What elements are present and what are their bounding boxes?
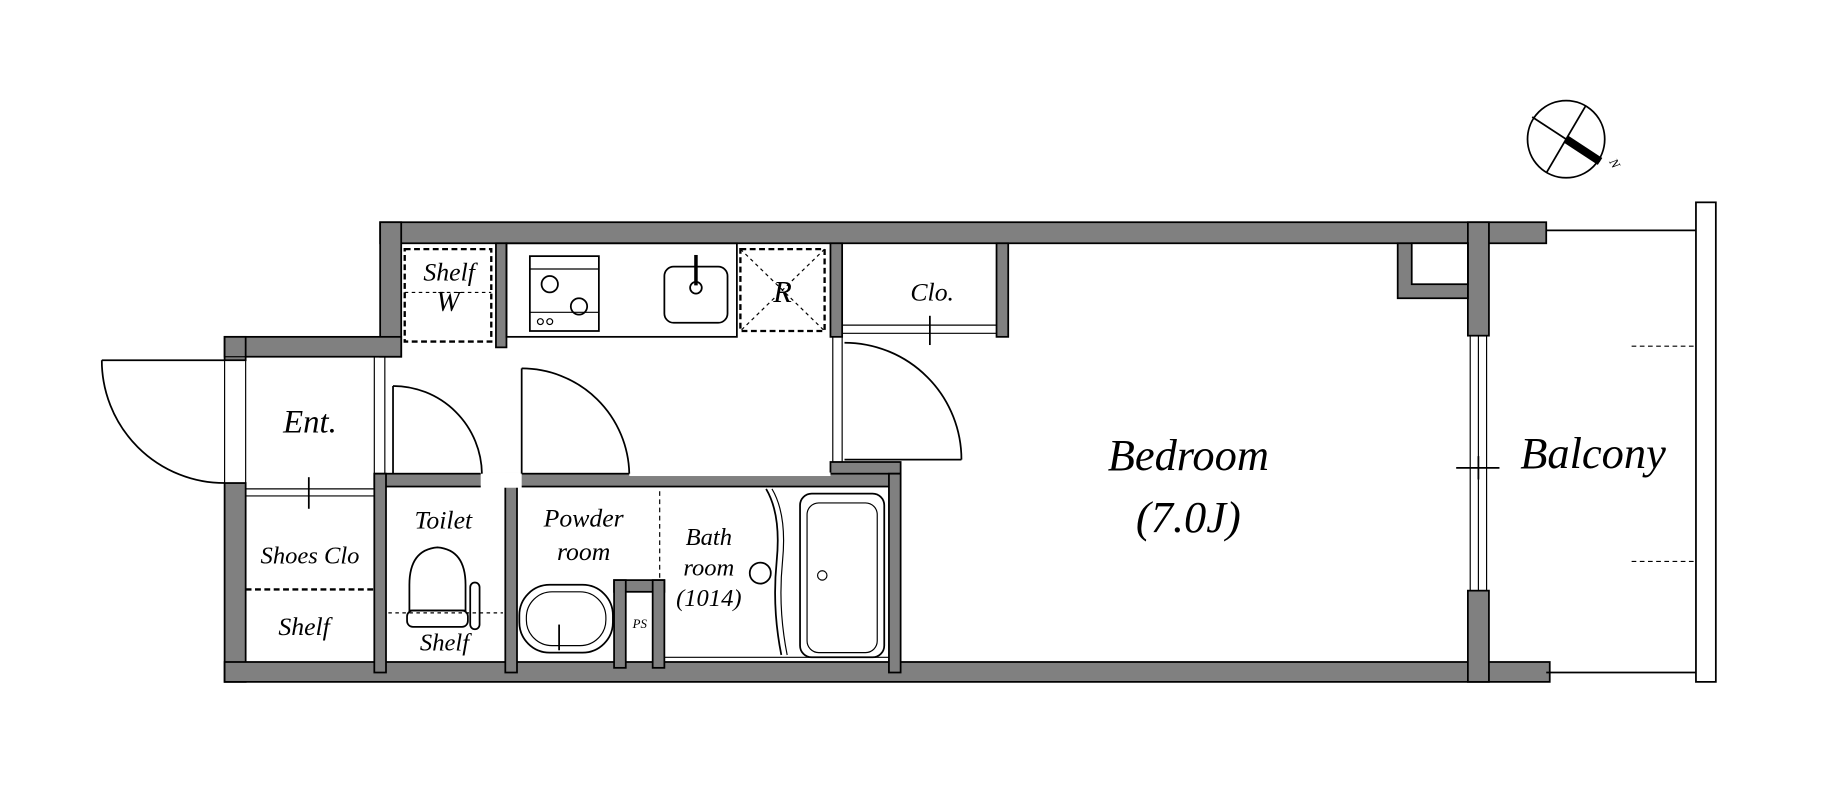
stove-icon: [528, 255, 600, 332]
bath-label-3: (1014): [676, 585, 741, 612]
sink-icon: [663, 254, 729, 324]
toilet-door[interactable]: [392, 385, 483, 474]
bathtub-icon: [664, 488, 889, 659]
closet: [842, 315, 997, 346]
balcony-label: Balcony: [1520, 428, 1666, 478]
closet-label: Clo.: [910, 278, 954, 307]
toilet-shelf-label: Shelf: [420, 629, 472, 656]
balcony: [1546, 201, 1717, 683]
fridge-label: R: [772, 275, 792, 309]
shoes-shelf-label: Shelf: [278, 612, 333, 641]
windows: [224, 335, 1500, 592]
compass-icon: N: [1526, 99, 1624, 179]
powder-room-label-2: room: [557, 537, 610, 566]
shoes-closet-label: Shoes Clo: [261, 543, 360, 570]
walls: [223, 221, 1551, 683]
bedroom-label: Bedroom: [1108, 430, 1269, 480]
bath-label-1: Bath: [686, 524, 732, 551]
bedroom-size-label: (7.0J): [1136, 492, 1241, 542]
compass-north-label: N: [1606, 155, 1624, 172]
washbasin-icon: [518, 491, 661, 654]
toilet-label: Toilet: [414, 506, 473, 535]
powder-room-door[interactable]: [520, 367, 631, 474]
kitchen-counter: [505, 242, 738, 338]
washer-label: W: [436, 287, 462, 318]
kitchen-shelf-label: Shelf: [423, 258, 478, 287]
powder-room-label-1: Powder: [543, 503, 625, 532]
bath-label-2: room: [683, 554, 734, 581]
entrance-label: Ent.: [282, 405, 337, 441]
toilet-icon: [388, 546, 503, 631]
entrance-door[interactable]: [100, 359, 225, 484]
refrigerator-space: [739, 247, 826, 333]
washer-space: [403, 247, 493, 343]
shoes-closet: [245, 477, 375, 591]
bedroom-door[interactable]: [844, 341, 963, 461]
ps-label: PS: [632, 617, 648, 631]
